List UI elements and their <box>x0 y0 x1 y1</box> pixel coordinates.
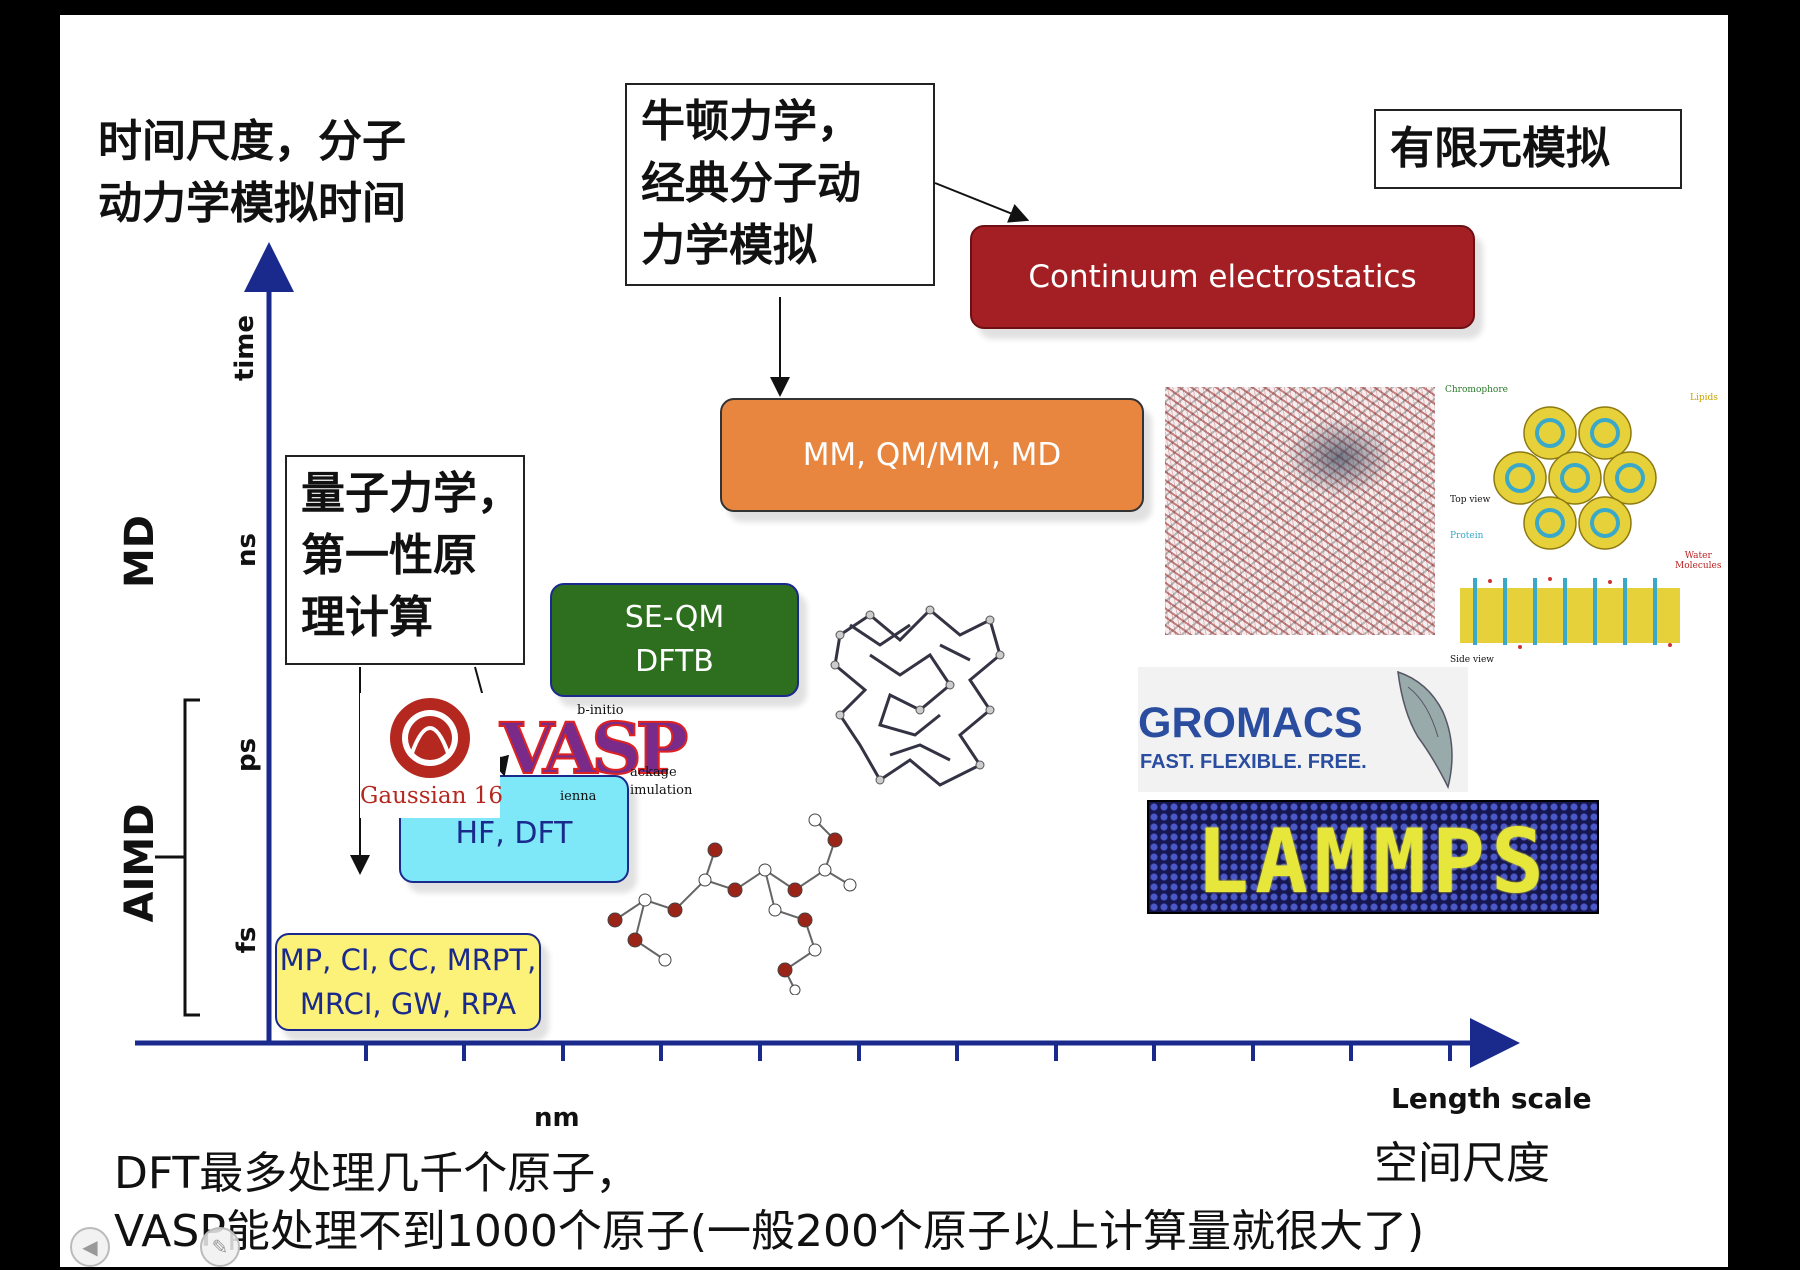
space-scale-label: 空间尺度 <box>1374 1138 1550 1189</box>
nm-label: nm <box>534 1103 580 1133</box>
vasp-simulation: imulation <box>630 783 693 798</box>
x-ticks <box>364 1043 1452 1061</box>
continuum-electrostatics-box: Continuum electrostatics <box>970 225 1475 329</box>
mp-ci-box: MP, CI, CC, MRPT, MRCI, GW, RPA <box>275 933 541 1031</box>
water-box-simulation-image <box>1165 387 1435 635</box>
aimd-label: AIMD <box>117 803 163 923</box>
footer-line-2: VASP能处理不到1000个原子(一般200个原子以上计算量就很大了) <box>114 1206 1425 1257</box>
membrane-art <box>1460 406 1680 649</box>
ps-label: ps <box>232 737 262 773</box>
label-top-view: Top view <box>1450 495 1491 505</box>
lammps-text: LAMMPS <box>1196 810 1550 913</box>
time-scale-label: 时间尺度，分子 动力学模拟时间 <box>98 116 406 229</box>
fem-box: 有限元模拟 <box>1374 109 1682 189</box>
footer-line-1: DFT最多处理几千个原子， <box>114 1148 640 1199</box>
hf-dft-box: HF, DFT <box>399 775 629 883</box>
ball-stick-molecule-image <box>607 813 857 995</box>
vasp-ab-initio: b-initio <box>577 703 624 718</box>
seqm-dftb-box: SE-QM DFTB <box>550 583 799 697</box>
fs-label: fs <box>232 926 262 954</box>
mm-qmmm-md-box: MM, QM/MM, MD <box>720 398 1144 512</box>
md-label: MD <box>117 514 163 588</box>
vasp-text: VASP <box>499 706 689 791</box>
newton-arrow-right <box>934 182 1030 223</box>
label-water: Water Molecules <box>1675 551 1722 571</box>
vasp-package: ackage <box>630 765 677 780</box>
gaussian-text: Gaussian 16 <box>360 783 503 809</box>
gromacs-tagline: FAST. FLEXIBLE. FREE. <box>1140 751 1367 773</box>
solute-cluster <box>1285 417 1395 497</box>
protein-molecule-image <box>830 605 1005 787</box>
label-side-view: Side view <box>1450 655 1494 665</box>
pen-tool-button[interactable]: ✎ <box>200 1227 240 1267</box>
lammps-dot-grid <box>1149 802 1597 912</box>
length-scale-label: Length scale <box>1391 1082 1592 1115</box>
newton-mechanics-box: 牛顿力学， 经典分子动 力学模拟 <box>625 83 935 286</box>
gromacs-text: GROMACS <box>1138 699 1363 747</box>
label-protein: Protein <box>1450 531 1484 541</box>
quantum-mechanics-box: 量子力学， 第一性原 理计算 <box>285 455 525 665</box>
gaussian-logo: Gaussian 16 <box>360 693 503 818</box>
lammps-logo: LAMMPS <box>1147 800 1599 914</box>
gromacs-logo: GROMACS FAST. FLEXIBLE. FREE. <box>1138 667 1468 792</box>
prev-slide-button[interactable]: ◀ <box>70 1227 110 1267</box>
slide: 时间尺度，分子 动力学模拟时间 牛顿力学， 经典分子动 力学模拟 有限元模拟 量… <box>60 15 1728 1267</box>
membrane-protein-image: Chromophore Lipids Top view Protein Wate… <box>1440 383 1728 673</box>
vasp-vienna: ienna <box>560 789 597 804</box>
label-lipids: Lipids <box>1690 393 1718 403</box>
aimd-bracket <box>155 698 200 1017</box>
ns-label: ns <box>232 533 262 567</box>
label-chromophore: Chromophore <box>1445 385 1508 395</box>
vasp-logo: VASP b-initio ackage imulation ienna <box>499 703 695 807</box>
time-axis-label: time <box>230 314 260 382</box>
falcon-icon <box>1397 670 1453 790</box>
